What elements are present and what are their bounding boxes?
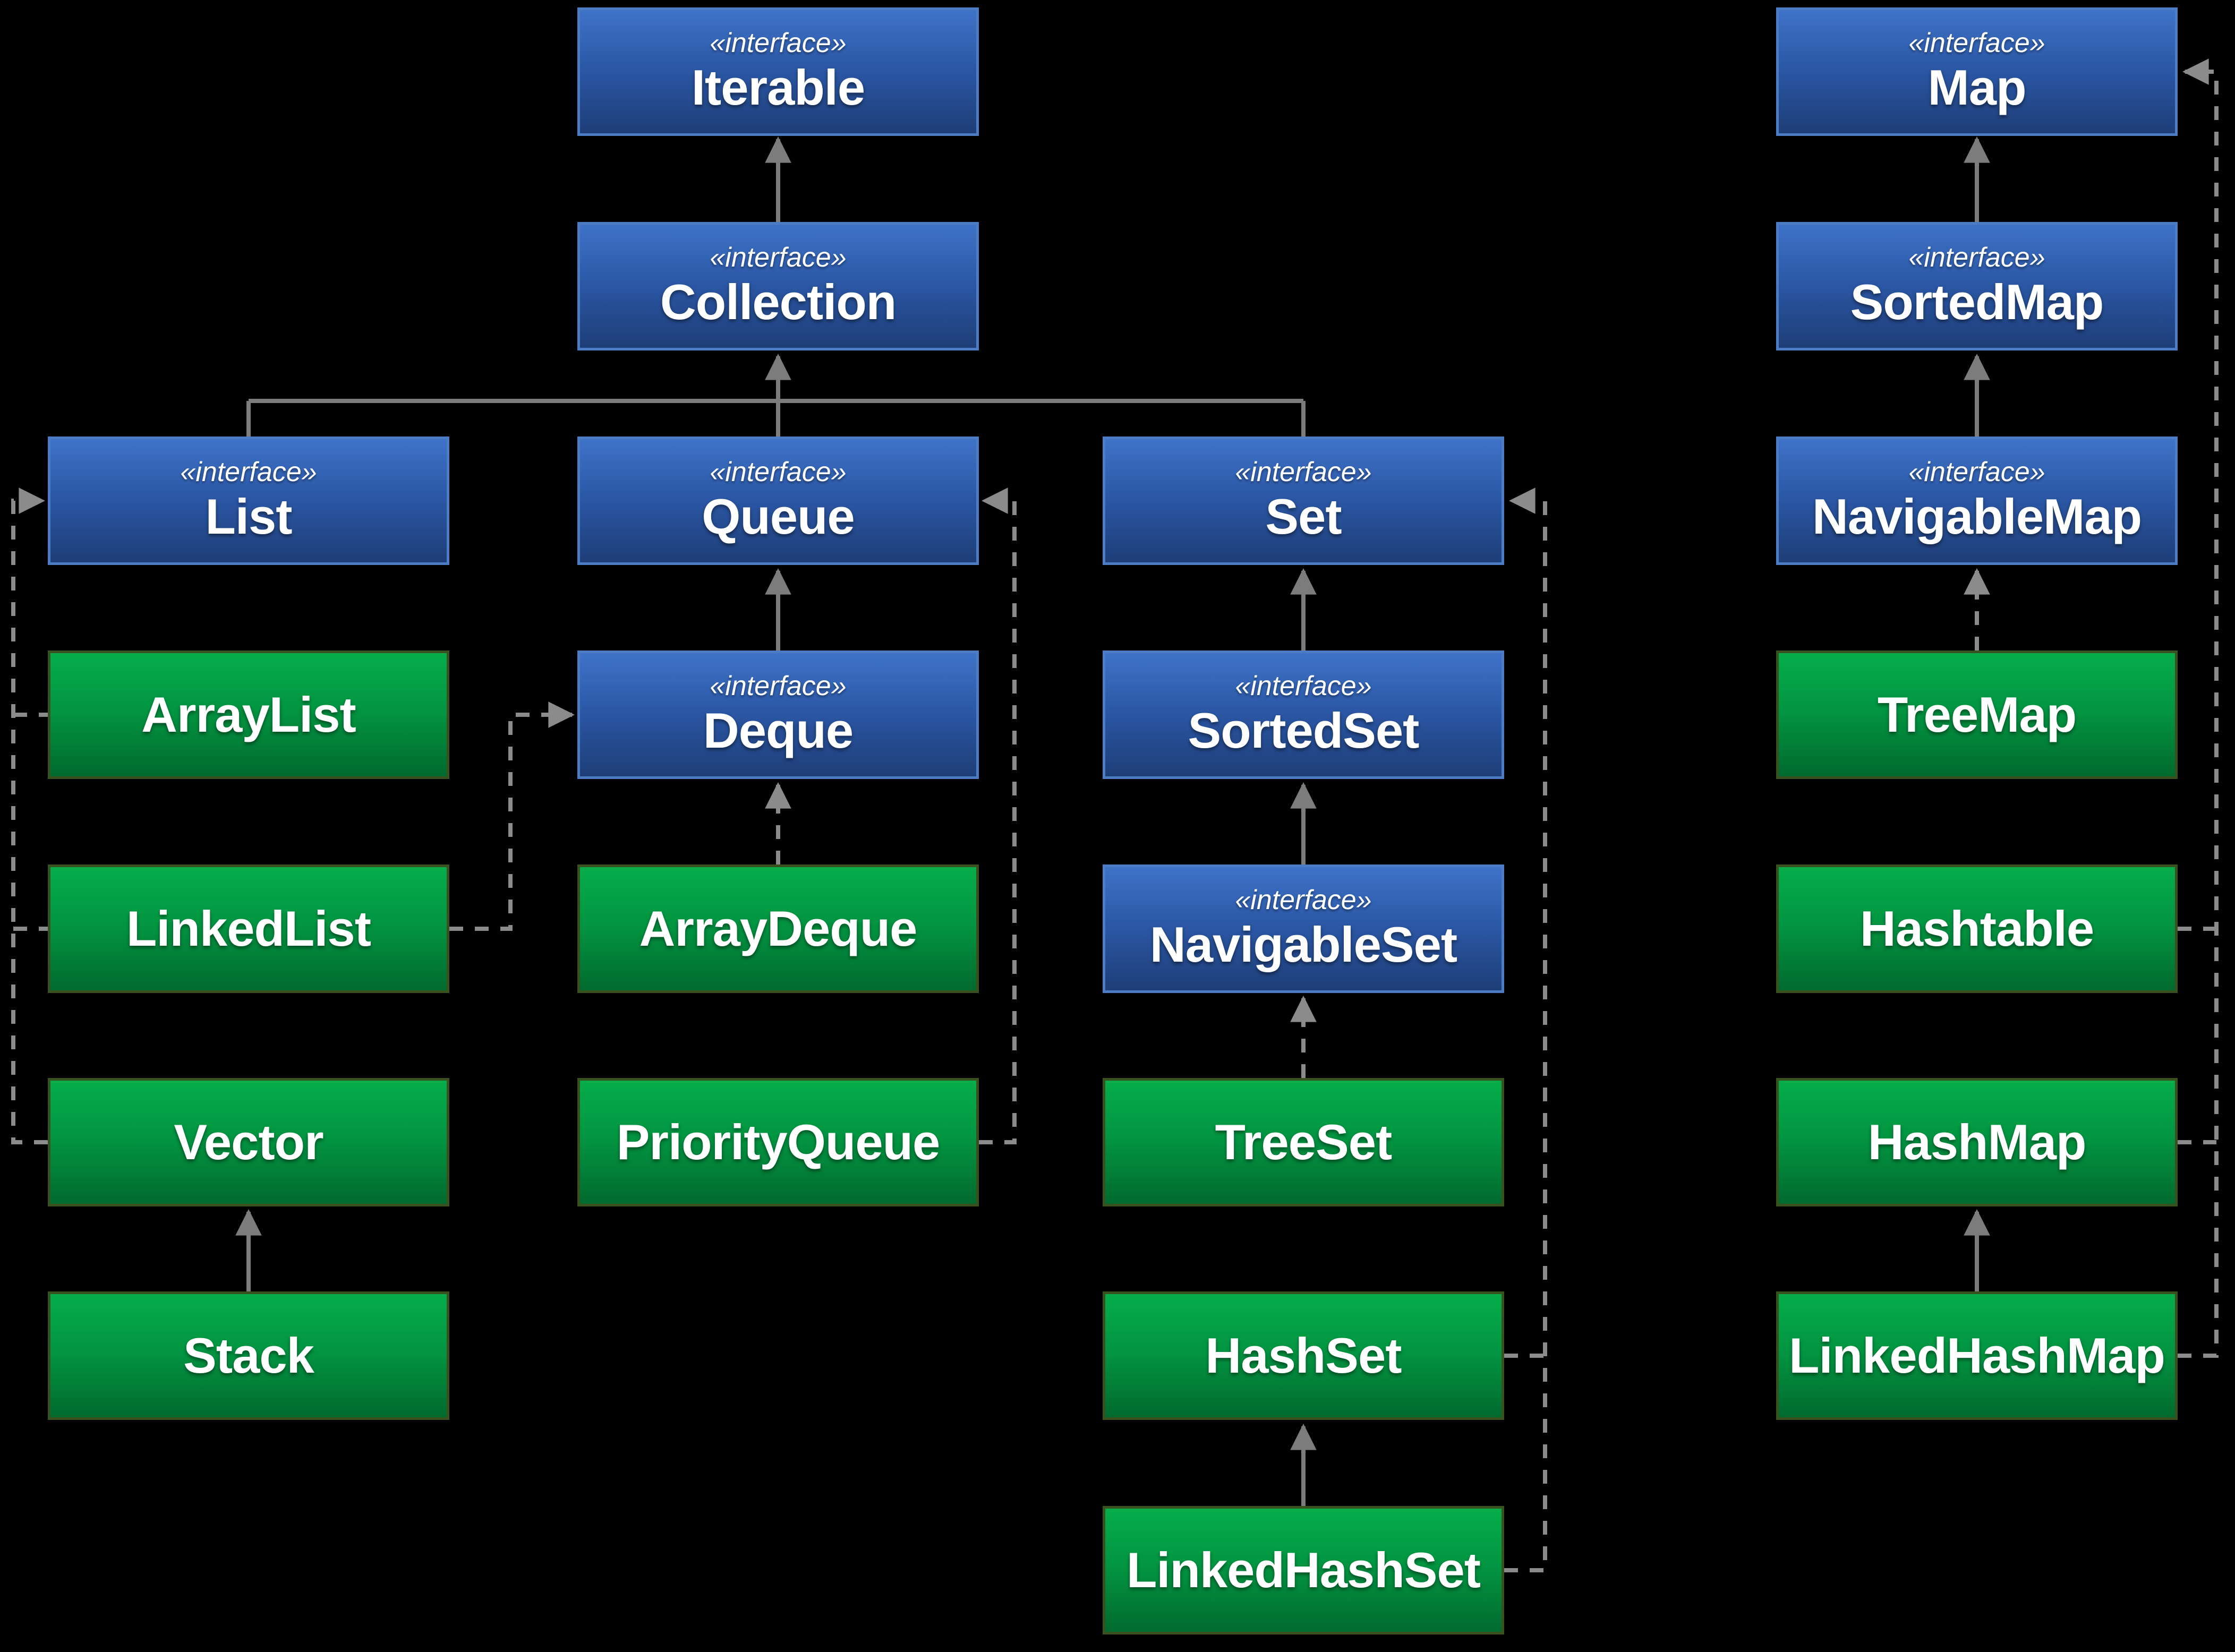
node-linkedlist: LinkedList bbox=[48, 864, 449, 993]
node-label: Vector bbox=[174, 1114, 323, 1170]
node-map: «interface» Map bbox=[1776, 7, 2178, 136]
stereotype-label: «interface» bbox=[710, 457, 847, 488]
node-hashtable: Hashtable bbox=[1776, 864, 2178, 993]
edge-linkedlist-deque bbox=[449, 701, 575, 931]
node-hashset: HashSet bbox=[1103, 1291, 1504, 1420]
node-label: Map bbox=[1927, 59, 2027, 116]
node-label: LinkedList bbox=[126, 901, 371, 957]
stereotype-label: «interface» bbox=[1235, 671, 1372, 702]
edge-set-rail bbox=[1504, 487, 1547, 1572]
edge-left-rail-list bbox=[11, 487, 48, 1144]
node-collection: «interface» Collection bbox=[577, 222, 979, 350]
stereotype-label: «interface» bbox=[1908, 28, 2045, 59]
stereotype-label: «interface» bbox=[1235, 885, 1372, 916]
node-label: ArrayDeque bbox=[639, 901, 918, 957]
node-label: List bbox=[205, 489, 292, 545]
node-iterable: «interface» Iterable bbox=[577, 7, 979, 136]
node-label: Stack bbox=[183, 1328, 314, 1384]
node-label: HashMap bbox=[1867, 1114, 2087, 1170]
node-stack: Stack bbox=[48, 1291, 449, 1420]
node-label: Deque bbox=[703, 703, 854, 759]
node-label: SortedSet bbox=[1188, 703, 1420, 759]
node-label: LinkedHashMap bbox=[1789, 1328, 2165, 1384]
node-priorityqueue: PriorityQueue bbox=[577, 1078, 979, 1206]
node-label: HashSet bbox=[1205, 1328, 1402, 1384]
stereotype-label: «interface» bbox=[710, 671, 847, 702]
node-label: LinkedHashSet bbox=[1126, 1542, 1481, 1598]
node-treemap: TreeMap bbox=[1776, 650, 2178, 779]
node-label: Collection bbox=[660, 274, 897, 330]
node-vector: Vector bbox=[48, 1078, 449, 1206]
stereotype-label: «interface» bbox=[1908, 457, 2045, 488]
node-navigablemap: «interface» NavigableMap bbox=[1776, 436, 2178, 565]
stereotype-label: «interface» bbox=[710, 28, 847, 59]
node-label: TreeSet bbox=[1215, 1114, 1393, 1170]
node-label: Hashtable bbox=[1859, 901, 2094, 957]
node-linkedhashmap: LinkedHashMap bbox=[1776, 1291, 2178, 1420]
node-list: «interface» List bbox=[48, 436, 449, 565]
node-label: Queue bbox=[702, 489, 855, 545]
stereotype-label: «interface» bbox=[710, 242, 847, 273]
node-arraydeque: ArrayDeque bbox=[577, 864, 979, 993]
node-hashmap: HashMap bbox=[1776, 1078, 2178, 1206]
node-queue: «interface» Queue bbox=[577, 436, 979, 565]
node-sortedset: «interface» SortedSet bbox=[1103, 650, 1504, 779]
node-label: Iterable bbox=[691, 59, 865, 116]
node-treeset: TreeSet bbox=[1103, 1078, 1504, 1206]
node-label: PriorityQueue bbox=[616, 1114, 941, 1170]
node-label: ArrayList bbox=[141, 687, 356, 743]
node-label: TreeMap bbox=[1877, 687, 2077, 743]
node-set: «interface» Set bbox=[1103, 436, 1504, 565]
stereotype-label: «interface» bbox=[1908, 242, 2045, 273]
stereotype-label: «interface» bbox=[1235, 457, 1372, 488]
edge-priorityqueue-queue bbox=[979, 487, 1017, 1144]
edge-map-rail bbox=[2178, 58, 2219, 1358]
stereotype-label: «interface» bbox=[180, 457, 317, 488]
node-navigableset: «interface» NavigableSet bbox=[1103, 864, 1504, 993]
node-arraylist: ArrayList bbox=[48, 650, 449, 779]
node-deque: «interface» Deque bbox=[577, 650, 979, 779]
node-label: SortedMap bbox=[1850, 274, 2104, 330]
node-sortedmap: «interface» SortedMap bbox=[1776, 222, 2178, 350]
node-label: NavigableSet bbox=[1149, 917, 1457, 973]
node-label: Set bbox=[1265, 489, 1342, 545]
node-linkedhashset: LinkedHashSet bbox=[1103, 1506, 1504, 1634]
node-label: NavigableMap bbox=[1812, 489, 2142, 545]
